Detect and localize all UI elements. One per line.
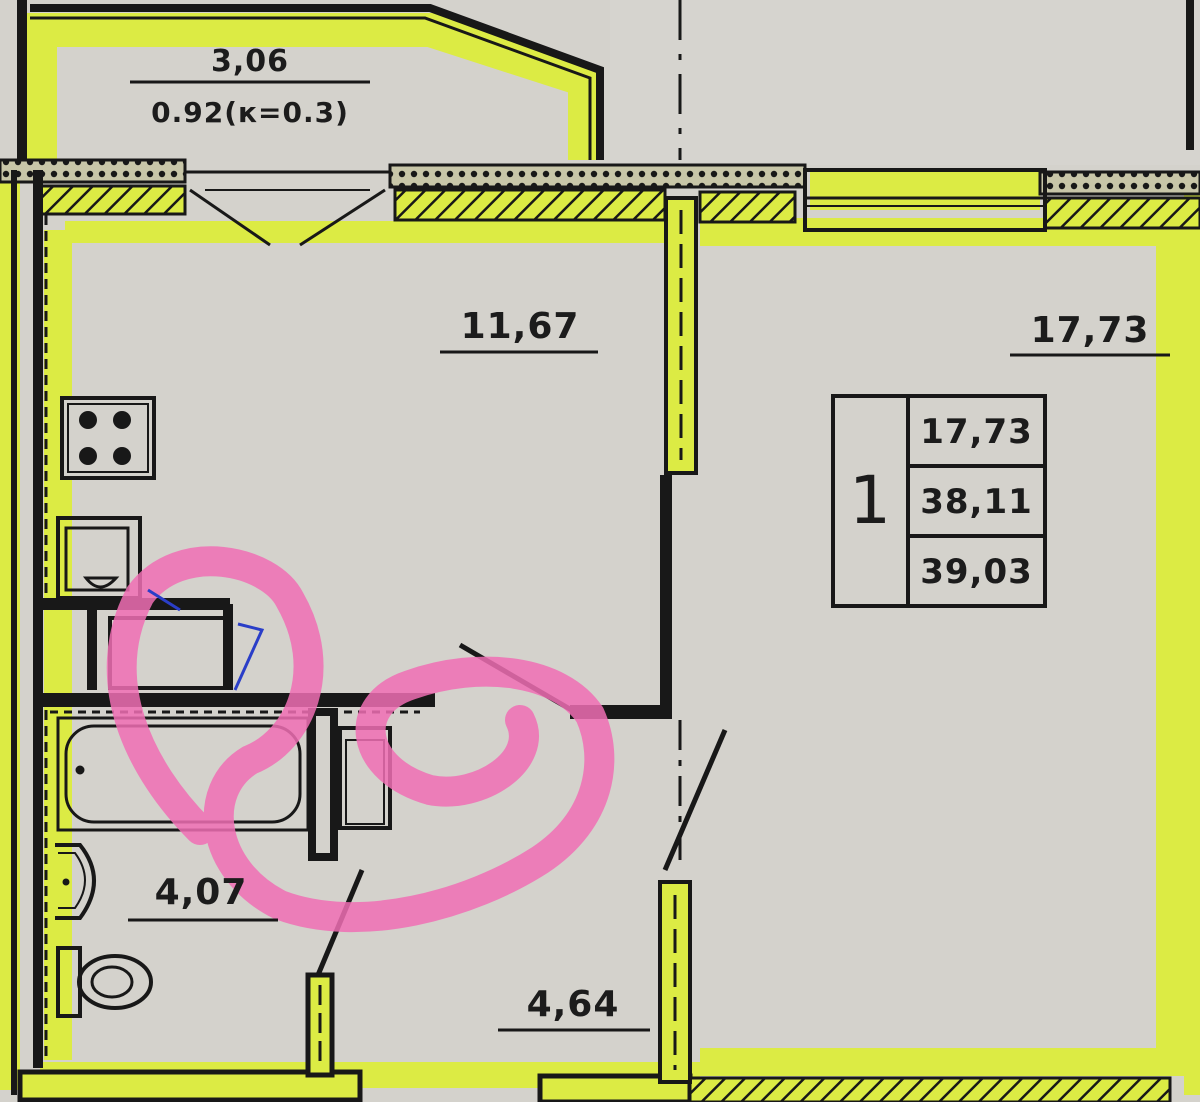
bathroom-area-label: 4,07 (154, 872, 248, 913)
washbasin-icon (55, 843, 96, 920)
kitchen-area-label: 11,67 (460, 306, 580, 347)
balcony-area-label: 3,06 (210, 44, 290, 79)
balcony-walls (17, 0, 1194, 160)
pink-marker-scribble (106, 546, 615, 933)
apartment-number: 1 (849, 462, 892, 539)
apartment-info-table (831, 394, 1047, 608)
total-with-balcony-value: 39,03 (920, 552, 1033, 592)
toilet-icon (56, 946, 153, 1018)
top-exterior-wall (0, 158, 1200, 232)
living-room-area-label: 17,73 (1030, 310, 1150, 351)
living-area-value: 17,73 (920, 412, 1033, 452)
area-underlines (128, 80, 1170, 1032)
balcony-door (185, 170, 390, 247)
bottom-exterior-wall (17, 1069, 1172, 1102)
blue-marker-stroke (147, 588, 265, 691)
hallway-area-label: 4,64 (526, 984, 620, 1025)
balcony-reduced-area-label: 0.92(к=0.3) (151, 96, 349, 129)
stove-icon (60, 396, 156, 480)
kitchen-sink-icon (56, 516, 142, 600)
total-area-value: 38,11 (920, 482, 1033, 522)
